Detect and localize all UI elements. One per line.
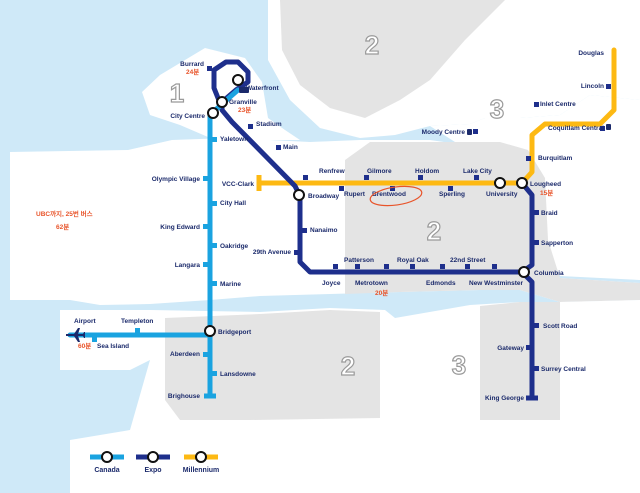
station-label: Airport — [74, 318, 97, 325]
station-labels: Burrard Waterfront Granville City Centre… — [74, 50, 604, 402]
station-label: Surrey Central — [541, 366, 586, 373]
station-label: VCC-Clark — [222, 181, 255, 188]
legend-label: Expo — [144, 467, 161, 474]
time-annotations: 24분 23분 UBC까지, 25번 버스 62분 15분 20분 60분 — [36, 67, 553, 350]
station-label: Gateway — [497, 345, 524, 352]
station-label: Burquitlam — [538, 155, 573, 162]
annotation-text: 20분 — [375, 288, 388, 297]
station-label: Stadium — [256, 121, 282, 128]
legend-label: Millennium — [183, 467, 220, 474]
station-label: Lincoln — [581, 83, 604, 90]
station-label: Holdom — [415, 168, 439, 175]
sea-island-land — [60, 310, 150, 370]
station-label: Coquitlam Central — [548, 125, 604, 132]
terminal-marker — [207, 66, 212, 71]
surrey-zone — [480, 302, 560, 420]
annotation-text: 62분 — [56, 222, 69, 231]
station-label: Nanaimo — [310, 227, 337, 234]
station-label: Sapperton — [541, 240, 573, 247]
station-label: Columbia — [534, 270, 564, 277]
interchange-stations — [204, 74, 530, 337]
station-label: King George — [485, 395, 524, 402]
station-label: Brighouse — [168, 393, 201, 400]
station-label: Granville — [229, 99, 257, 106]
station-label: 22nd Street — [450, 257, 486, 264]
station-label: Lake City — [463, 168, 492, 175]
zone-label: 2 — [341, 351, 355, 381]
station-label: Inlet Centre — [540, 101, 576, 108]
zone-label: 2 — [365, 30, 379, 60]
zone-label: 3 — [452, 350, 466, 380]
richmond-zone — [165, 310, 380, 420]
station-label: Oakridge — [220, 243, 249, 250]
station-label: Rupert — [344, 191, 366, 198]
station-label: Lougheed — [530, 181, 561, 188]
station-label: Broadway — [308, 193, 339, 200]
station-label: Main — [283, 144, 298, 151]
annotation-text: 60분 — [78, 341, 91, 350]
station-label: Burrard — [180, 61, 204, 68]
station-label: Olympic Village — [152, 176, 201, 183]
train-icon — [239, 87, 611, 135]
station-label: Joyce — [322, 280, 341, 287]
station-label: New Westminster — [469, 280, 524, 287]
station-label: Scott Road — [543, 323, 577, 330]
station-label: Moody Centre — [422, 129, 466, 136]
station-label: Waterfront — [246, 85, 279, 92]
station-label: Templeton — [121, 318, 153, 325]
annotation-text: 23분 — [238, 105, 251, 114]
station-label: University — [486, 191, 518, 198]
legend-label: Canada — [94, 467, 119, 474]
legend-expo: Expo — [136, 451, 170, 474]
station-label: Marine — [220, 281, 241, 288]
brentwood-highlight — [369, 185, 423, 207]
annotation-text: 15분 — [540, 188, 553, 197]
station-label: King Edward — [160, 224, 200, 231]
station-label: City Centre — [170, 113, 205, 120]
station-label: Sea Island — [97, 343, 129, 350]
station-label: Langara — [175, 262, 201, 269]
zone-label: 1 — [170, 78, 184, 108]
annotation-text: 24분 — [186, 67, 199, 76]
north-shore-zone — [280, 0, 505, 118]
legend: Canada Expo Millennium — [90, 451, 220, 474]
downtown-peninsula — [142, 48, 300, 140]
station-label: Edmonds — [426, 280, 456, 287]
station-label: Metrotown — [355, 280, 388, 287]
annotation-text: UBC까지, 25번 버스 — [36, 209, 93, 218]
station-label: Brentwood — [372, 191, 406, 198]
legend-millennium: Millennium — [183, 451, 220, 474]
station-label: Gilmore — [367, 168, 392, 175]
airplane-icon — [66, 328, 85, 342]
station-label: Aberdeen — [170, 351, 200, 358]
station-ticks-millennium — [303, 84, 611, 191]
station-label: Braid — [541, 210, 558, 217]
zone-label: 3 — [490, 94, 504, 124]
legend-canada: Canada — [90, 451, 124, 474]
station-ticks — [248, 124, 539, 371]
station-label: Yaletown — [220, 136, 248, 143]
station-label: Royal Oak — [397, 257, 429, 264]
station-label: Renfrew — [319, 168, 346, 175]
station-label: City Hall — [220, 200, 246, 207]
station-label: Bridgeport — [218, 329, 252, 336]
station-label: Patterson — [344, 257, 374, 264]
station-ticks-canada — [92, 137, 217, 376]
station-label: Lansdowne — [220, 371, 256, 378]
zone-label: 2 — [427, 216, 441, 246]
station-label: 29th Avenue — [253, 249, 292, 256]
station-label: Douglas — [578, 50, 604, 57]
station-label: Sperling — [439, 191, 465, 198]
